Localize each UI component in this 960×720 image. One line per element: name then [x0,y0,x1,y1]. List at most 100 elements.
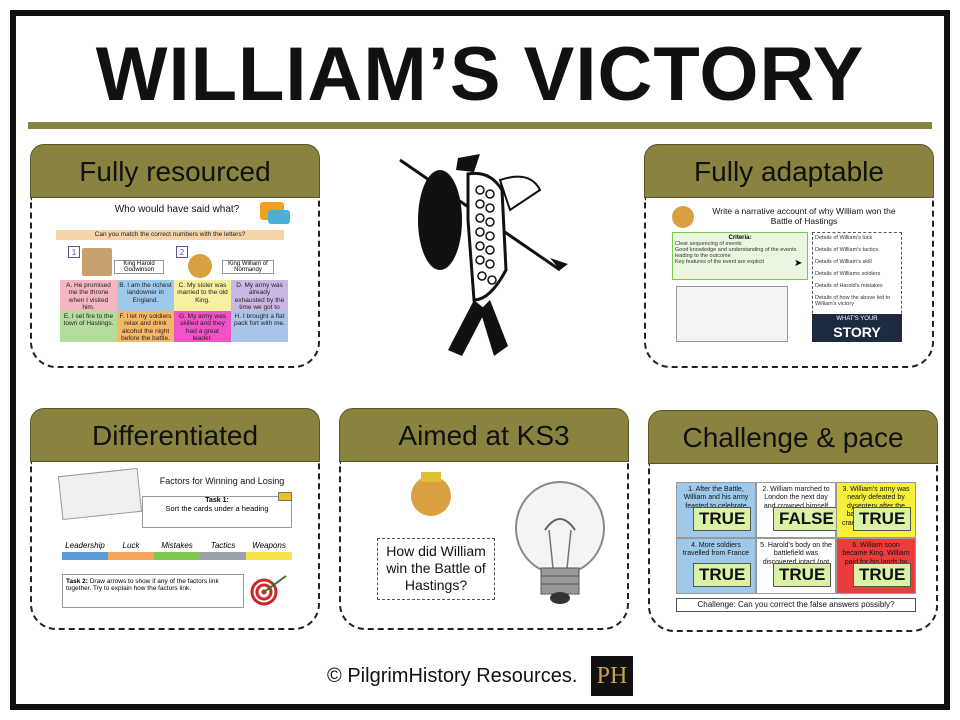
task2-label: Task 2: [66,578,88,585]
card-preview: How did William win the Battle of Hastin… [339,462,629,630]
preview-instruction: Can you match the correct numbers with t… [56,230,284,240]
match-cell: G. My army was skilled and they had a gr… [174,311,231,342]
number-badge-2: 2 [176,246,188,258]
card-heading: Aimed at KS3 [339,408,629,462]
task2-box: Task 2: Draw arrows to show if any of th… [62,574,244,608]
match-cell: E. I set fire to the town of Hastings. [60,311,117,342]
tf-answer-badge: TRUE [693,507,752,532]
detail-item: Details of how the above led to William'… [815,295,891,307]
tf-answer-badge: TRUE [853,563,912,588]
label-william: King William of Normandy [222,260,274,274]
card-fully-resourced: Fully resourced Who would have said what… [30,144,320,368]
criteria-box: Criteria: Clear sequencing of events Goo… [672,232,808,280]
card-preview: Factors for Winning and Losing Task 1: S… [30,462,320,630]
factor-heading: Weapons [246,540,292,562]
speech-bubble-icon-2 [268,210,290,224]
match-grid: A. He promised me the throne when I visi… [60,280,288,342]
tf-statement: 1. After the Battle, William and his arm… [683,486,749,510]
factor-heading: Luck [108,540,154,562]
card-fully-adaptable: Fully adaptable Write a narrative accoun… [644,144,934,368]
task2-text: Draw arrows to show if any of the factor… [66,578,219,592]
factor-bar [200,552,246,560]
title-divider [28,122,932,129]
william-portrait-icon [188,254,212,278]
question-box: How did William win the Battle of Hastin… [377,538,495,600]
tf-answer-badge: TRUE [693,563,752,588]
tf-cell: 6. William soon became King. William pai… [836,538,916,594]
story-line2: STORY [833,324,881,340]
match-cell: A. He promised me the throne when I visi… [60,280,117,311]
challenge-footer: Challenge: Can you correct the false ans… [676,598,916,612]
arrow-right-icon: ➤ [794,258,803,269]
william-portrait-icon [411,472,451,516]
tf-statement: 4. More soldiers travelled from France [682,542,750,558]
card-heading: Challenge & pace [648,410,938,464]
factor-heading: Mistakes [154,540,200,562]
match-cell: F. I let my soldiers relax and drink alc… [117,311,174,342]
factor-label: Leadership [65,541,105,550]
tf-cell: 1. After the Battle, William and his arm… [676,482,756,538]
norman-knight-illustration [399,154,568,356]
story-line1: WHAT'S YOUR [836,316,878,322]
preview-title: Who would have said what? [114,204,240,215]
true-false-grid: 1. After the Battle, William and his arm… [676,482,916,594]
worksheet-thumbnail [676,286,788,342]
detail-item: Details of William's luck [815,235,873,241]
factor-heading: Leadership [62,540,108,562]
label-icon [278,492,292,501]
tf-answer-badge: TRUE [853,507,912,532]
pilgrim-history-logo: PH [590,656,633,696]
copyright-text: © PilgrimHistory Resources. [327,664,578,687]
detail-item: Details of William's skill [815,259,872,265]
harold-portrait-icon [82,248,112,276]
label-harold: King Harold Godwinson [114,260,164,274]
tf-cell: 2. William marched to London the next da… [756,482,840,538]
target-icon [250,575,287,606]
match-cell: B. I am the richest landowner in England… [117,280,174,311]
detail-item: Details of Williams soldiers [815,271,881,277]
lightbulb-icon [515,481,605,604]
preview-title: Factors for Winning and Losing [159,476,285,486]
card-heading: Differentiated [30,408,320,462]
details-box: Details of William's luck Details of Wil… [812,232,902,338]
task1-label: Task 1: [205,497,229,504]
tf-cell: 3. William's army was nearly defeated by… [836,482,916,538]
preview-title: Write a narrative account of why William… [712,206,896,227]
criteria-item: Key features of the event are explicit [675,259,764,265]
match-cell: H. I brought a flat pack fort with me. [231,311,288,342]
detail-item: Details of Harold's mistakes [815,283,883,289]
william-portrait-icon [672,206,694,228]
detail-item: Details of William's tactics [815,247,879,253]
factor-bar [62,552,108,560]
factor-bar [154,552,200,560]
factor-label: Luck [122,541,140,550]
factor-label: Mistakes [161,541,193,550]
factor-bar [108,552,154,560]
footer: © PilgrimHistory Resources. PH [0,656,960,696]
factor-heading: Tactics [200,540,246,562]
tf-answer-badge: TRUE [773,563,832,588]
criteria-item: Clear sequencing of events [675,241,742,247]
card-differentiated: Differentiated Factors for Winning and L… [30,408,320,630]
factor-label: Tactics [210,541,236,550]
match-cell: C. My sister was married to the old King… [174,280,231,311]
card-preview: Write a narrative account of why William… [644,198,934,368]
criteria-item: Good knowledge and understanding of the … [675,247,797,259]
criteria-title: Criteria: [728,235,752,241]
page-title: WILLIAM’S VICTORY [95,32,865,117]
tf-statement: 2. William marched to London the next da… [762,486,830,510]
card-heading: Fully resourced [30,144,320,198]
card-preview: Who would have said what? Can you match … [30,198,320,368]
tf-answer-badge: FALSE [773,507,840,532]
factor-headings: Leadership Luck Mistakes Tactics Weapons [62,540,292,562]
match-cell: D. My army was already exhausted by the … [231,280,288,319]
card-aimed-at-ks3: Aimed at KS3 How did William win the Bat… [339,408,629,630]
factor-bar [246,552,292,560]
number-badge-1: 1 [68,246,80,258]
tf-cell: 5. Harold's body on the battlefield was … [756,538,836,594]
story-banner: WHAT'S YOUR STORY [812,314,902,342]
task1-box: Task 1: Sort the cards under a heading [142,496,292,528]
card-challenge-pace: Challenge & pace 1. After the Battle, Wi… [648,410,938,632]
cards-thumbnail [57,467,143,521]
